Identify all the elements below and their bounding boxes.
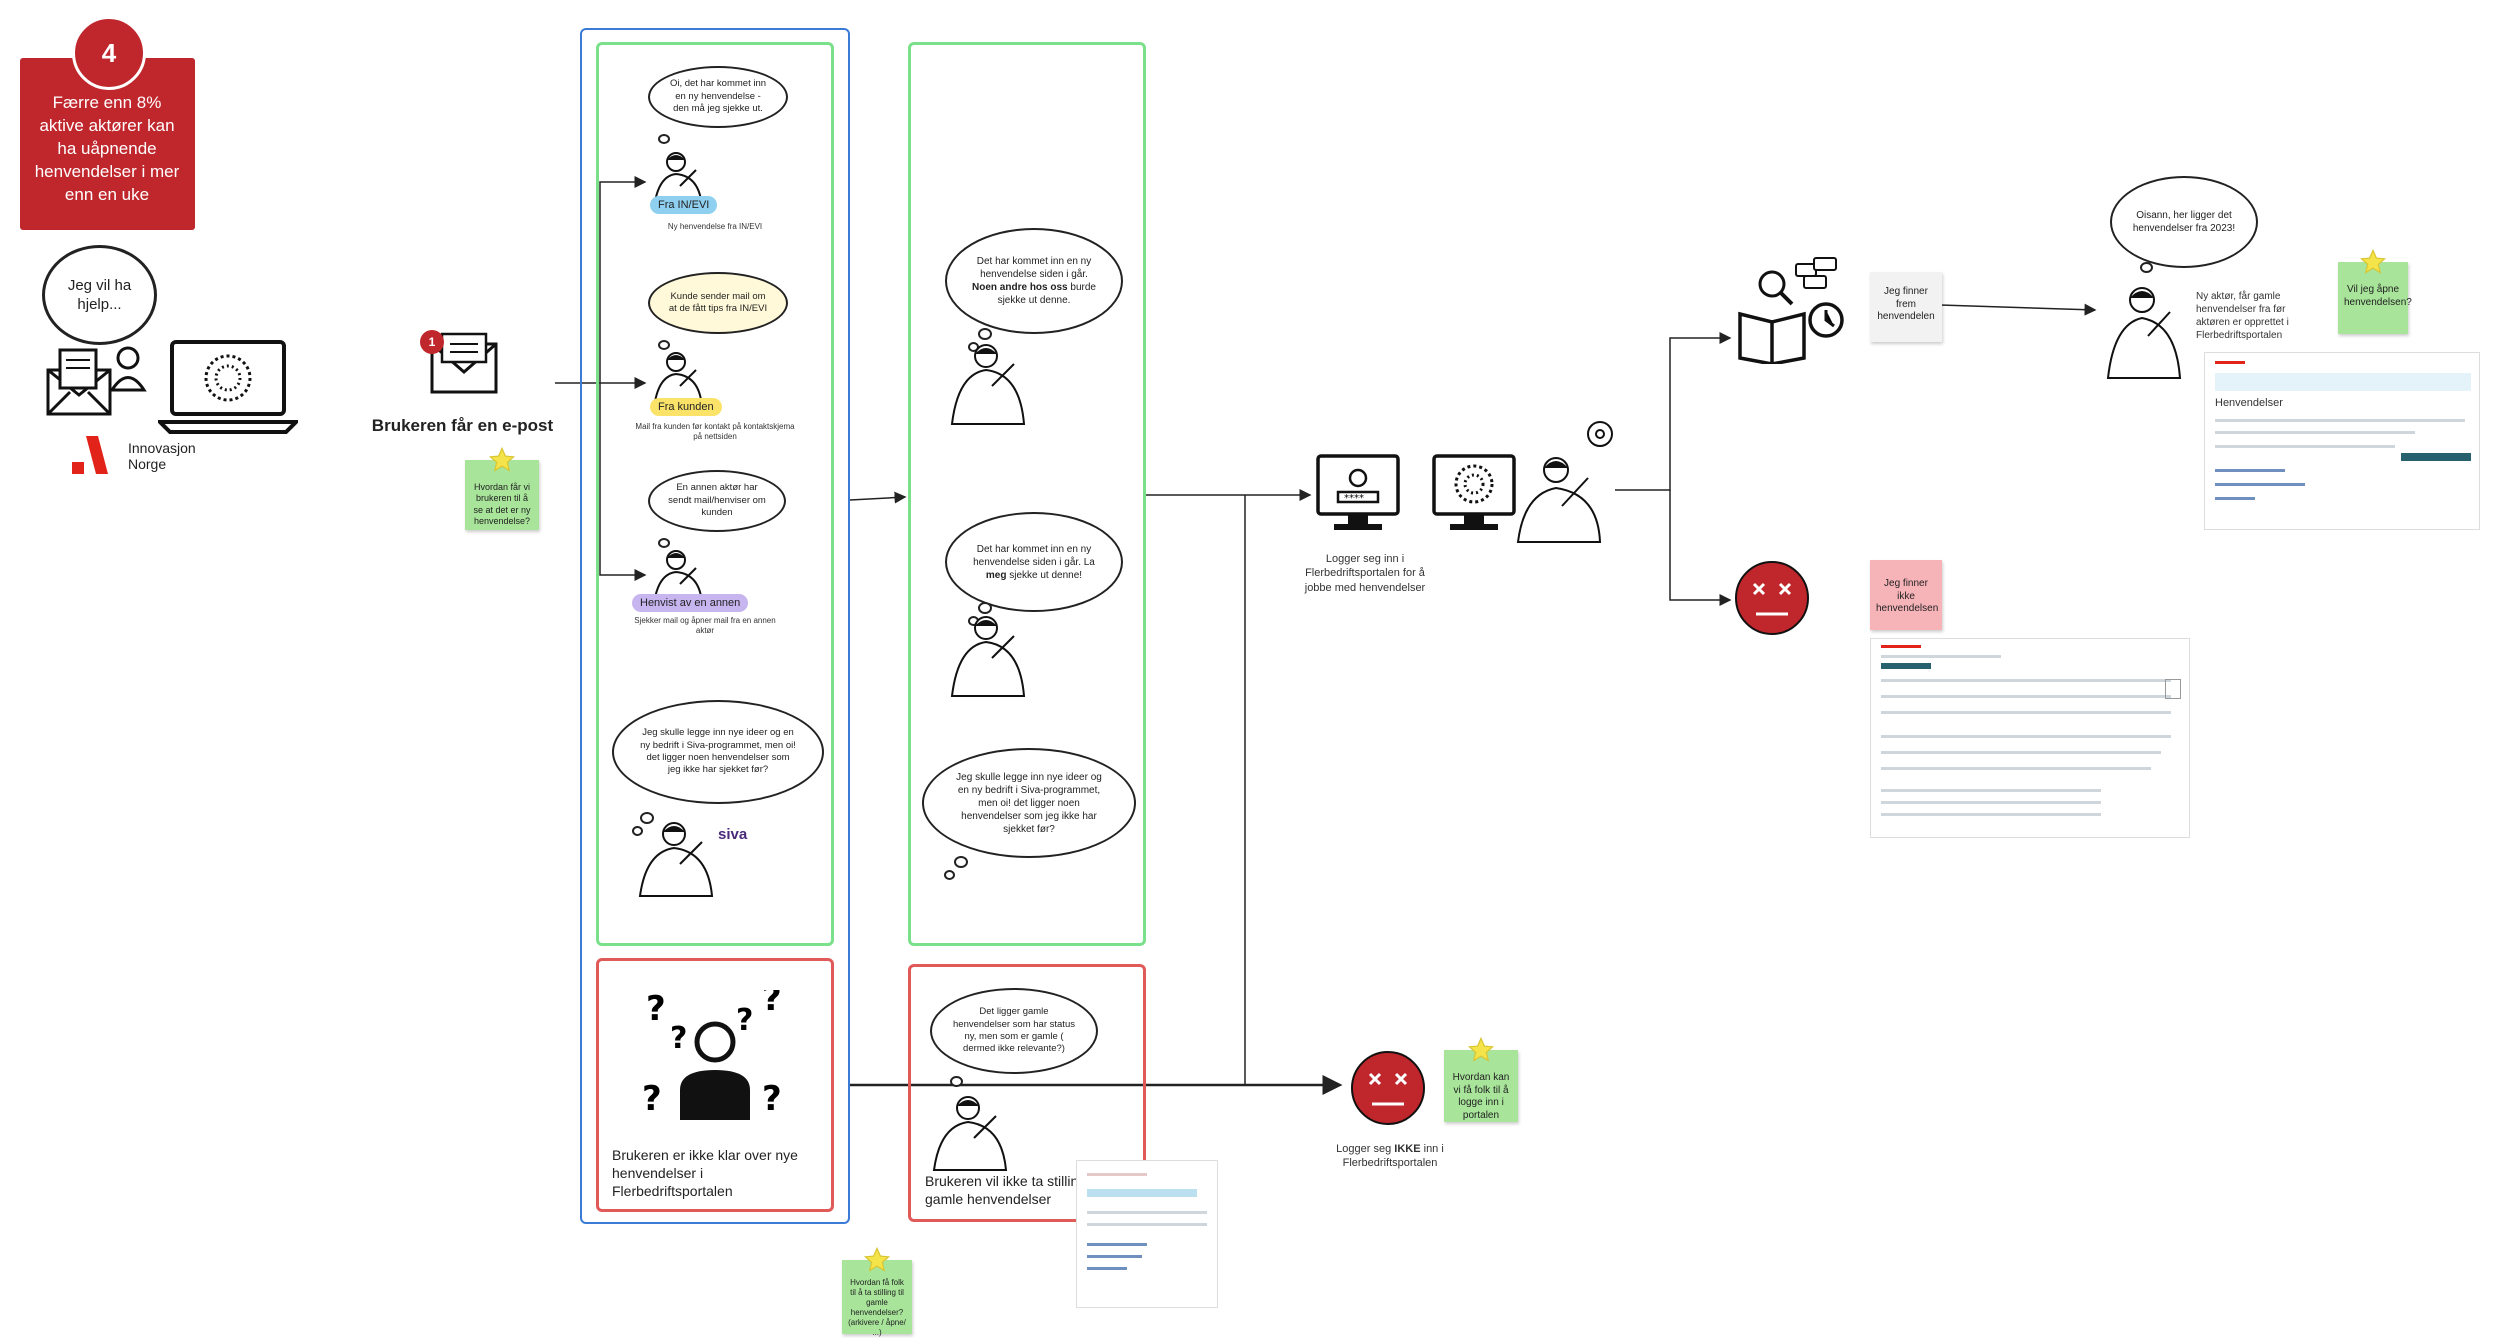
scenario-b-thought: Kunde sender mail om at de fått tips fra… [648,272,788,334]
innovasjon-norge-logo-mark [72,436,108,474]
siva-logo: siva [718,826,748,843]
column-two-thought-1: Det har kommet inn en ny henvendelse sid… [945,228,1123,334]
svg-text:?: ? [670,1021,687,1056]
thought-dot [968,342,979,352]
scenario-c-thought: En annen aktør har sendt mail/henviser o… [648,470,786,532]
kpi-number-badge: 4 [72,16,146,90]
scenario-a-caption: Ny henvendelse fra IN/EVI [667,222,763,231]
column-two-thought-3: Jeg skulle legge inn nye ideer og en ny … [922,748,1136,858]
star-icon [2359,248,2387,274]
search-book-clock-icon [1738,257,1844,364]
sticky-note-open: Vil jeg åpne henvendelsen? [2338,248,2412,334]
svg-text:?: ? [646,990,666,1029]
thought-dot [2140,262,2153,273]
column-one-negative-frame [596,958,834,1212]
person-illustration [638,822,714,897]
outcome-not-found-note: Jeg finner ikke henvendelsen [1870,560,1942,630]
svg-text:?: ? [642,1079,662,1119]
found-caption: Ny aktør, får gamle henvendelser fra før… [2196,291,2289,341]
failure-face-icon [1351,1051,1425,1125]
innovasjon-norge-logo-text: Innovasjon Norge [128,440,196,473]
screenshot-title: Henvendelser [2215,397,2283,409]
person-illustration [950,344,1026,425]
column-two-negative-label: Brukeren vil ikke ta stilling til gamle … [925,1173,1101,1208]
column-two-thought-2: Det har kommet inn en ny henvendelse sid… [945,512,1123,612]
thought-dot [640,812,654,824]
email-icon [430,332,498,394]
email-label: Brukeren får en e-post [371,416,554,435]
portal-overview-screenshot [1870,638,2190,838]
star-icon [488,446,516,472]
thought-dot [944,870,955,880]
person-illustration [2106,287,2182,379]
svg-text:?: ? [736,1003,753,1038]
person-with-gears-illustration [1516,421,1613,543]
column-two-negative-frame [908,964,1146,1222]
login-fail-caption: Logger seg IKKE inn i Flerbedriftsportal… [1336,1143,1444,1170]
thought-dot [978,328,992,340]
svg-text:?: ? [762,1079,782,1119]
thought-dot [954,856,968,868]
login-screen-icon: **** [1316,454,1400,530]
henvendelser-screenshot: Henvendelser [2204,352,2480,530]
email-count-badge: 1 [420,330,444,354]
login-caption: Logger seg inn i Flerbedriftsportalen fo… [1304,553,1426,594]
sticky-note-login: Hvordan kan vi få folk til å logge inn i… [1444,1036,1518,1122]
envelope-person-icon [46,346,147,416]
portal-screen-icon [1432,454,1516,530]
svg-text:?: ? [762,990,782,1019]
thought-dot [632,826,643,836]
person-illustration [932,1096,1008,1171]
star-icon [1467,1036,1495,1062]
thought-dot [950,1076,963,1087]
found-thought: Oisann, her ligger det henvendelser fra … [2110,176,2258,268]
old-cases-screenshot [1076,1160,1218,1308]
sticky-note-old-cases: Hvordan få folk til å ta stilling til ga… [842,1246,912,1337]
scenario-d-thought: Jeg skulle legge inn nye ideer og en ny … [612,700,824,804]
star-icon [863,1246,891,1272]
thought-dot [658,340,670,350]
column-one-negative-label: Brukeren er ikke klar over nye henvendel… [612,1147,798,1200]
sticky-note-notice: Hvordan får vi brukeren til å se at det … [465,446,539,530]
column-two-positive-frame [908,42,1146,946]
scenario-a-thought: Oi, det har kommet inn en ny henvendelse… [648,66,788,128]
thought-dot [658,134,670,144]
confused-person-icon: ? ? ? ? ? ? [642,990,782,1120]
column-one-frame [580,28,850,1224]
svg-text:****: **** [1344,493,1364,504]
tag-from-customer: Fra kunden [650,398,722,416]
laptop-icon [158,340,298,434]
outcome-found-note: Jeg finner frem henvendelen [1870,272,1942,342]
tag-referred: Henvist av en annen [632,594,749,612]
thought-dot [658,538,670,548]
scenario-b-caption: Mail fra kunden før kontakt på kontaktsk… [635,422,795,442]
intro-thought: Jeg vil ha hjelp... [42,245,157,345]
person-illustration [950,616,1026,697]
column-two-negative-thought: Det ligger gamle henvendelser som har st… [930,988,1098,1074]
thought-dot [978,602,992,614]
scenario-c-caption: Sjekker mail og åpner mail fra en annen … [634,616,776,636]
column-one-positive-frame [596,42,834,946]
kpi-text: Færre enn 8% aktive aktører kan ha uåpne… [34,93,180,204]
not-found-face-icon [1735,561,1809,635]
tag-from-in-evi: Fra IN/EVI [650,196,718,214]
